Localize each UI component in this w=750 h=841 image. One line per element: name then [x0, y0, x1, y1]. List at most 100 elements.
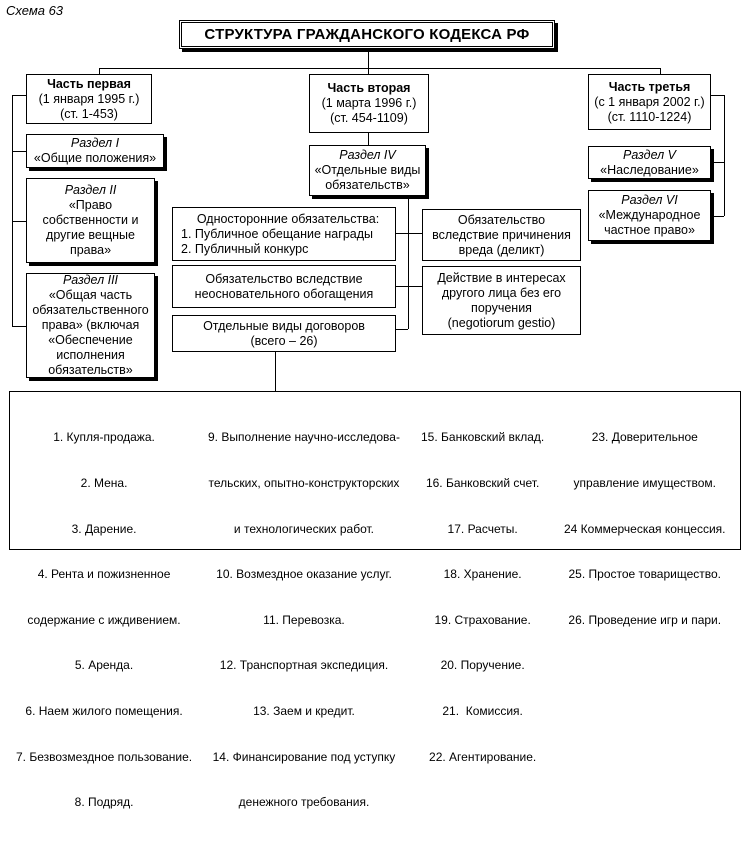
list-item: 7. Безвозмездное пользование. [16, 749, 193, 764]
diagram-title: СТРУКТУРА ГРАЖДАНСКОГО КОДЕКСА РФ [179, 20, 555, 49]
delict-box: Обязательство вследствие причинения вред… [422, 209, 581, 261]
connector [12, 95, 26, 96]
list-item: 5. Аренда. [74, 658, 134, 673]
list-item: 22. Агентирование. [429, 749, 537, 764]
section-line: «Отдельные виды [314, 163, 421, 177]
section-line: «Международное [598, 208, 701, 222]
list-item: 19. Страхование. [434, 612, 531, 627]
section-line: «Обеспечение [48, 333, 133, 347]
connector [711, 95, 724, 96]
scheme-label: Схема 63 [6, 3, 64, 18]
section-title: Раздел II [64, 183, 117, 197]
list-item: денежного требования. [238, 795, 370, 810]
list-item: 23. Доверительное [591, 430, 698, 445]
section-line: другие вещные [46, 228, 135, 242]
contracts-column-2: 9. Выполнение научно-исследова- тельских… [208, 400, 400, 841]
list-item: 25. Простое товарищество. [568, 567, 722, 582]
box-line: неосновательного обогащения [194, 286, 374, 301]
contracts-list-box: 1. Купля-продажа. 2. Мена. 3. Дарение. 4… [9, 391, 741, 809]
connector [368, 52, 369, 69]
connector [12, 151, 26, 152]
unjust-enrichment-box: Обязательство вследствие неосновательног… [172, 265, 396, 308]
section-line: обязательственного [32, 303, 149, 317]
connector [396, 286, 422, 287]
connector [99, 68, 660, 69]
part-two-box: Часть вторая (1 марта 1996 г.) (ст. 454-… [309, 74, 429, 133]
section-line: обязательств» [325, 178, 410, 192]
negotiorum-gestio-box: Действие в интересах другого лица без ег… [422, 266, 581, 335]
list-item: 17. Расчеты. [447, 521, 518, 536]
box-line: Обязательство вследствие [205, 271, 363, 286]
contracts-column-1: 1. Купля-продажа. 2. Мена. 3. Дарение. 4… [16, 400, 192, 841]
section-line: собственности и [42, 213, 139, 227]
list-item: 15. Банковский вклад. [421, 430, 545, 445]
part-line: (ст. 1110-1224) [607, 109, 692, 124]
connector [12, 326, 26, 327]
part-title: Часть первая [47, 76, 131, 91]
section-three-box: Раздел III «Общая часть обязательственно… [26, 273, 155, 378]
connector [368, 133, 369, 145]
part-three-box: Часть третья (с 1 января 2002 г.) (ст. 1… [588, 74, 711, 130]
section-one-box: Раздел I «Общие положения» [26, 134, 164, 168]
part-title: Часть третья [608, 79, 691, 94]
section-line: права» [69, 243, 112, 257]
part-one-box: Часть первая (1 января 1995 г.) (ст. 1-4… [26, 74, 152, 124]
box-line: вследствие причинения [432, 227, 571, 242]
list-item: 2. Мена. [80, 476, 128, 491]
list-item: управление имуществом. [573, 476, 716, 491]
box-line: другого лица без его [441, 285, 562, 300]
section-line: «Общие положения» [33, 151, 157, 165]
list-item: 13. Заем и кредит. [253, 704, 355, 719]
list-item: 21. Комиссия. [442, 704, 523, 719]
part-line: (ст. 1-453) [60, 106, 118, 121]
section-title: Раздел I [70, 136, 120, 150]
title-text: СТРУКТУРА ГРАЖДАНСКОГО КОДЕКСА РФ [204, 26, 530, 43]
section-title: Раздел III [62, 273, 119, 287]
list-item: содержание с иждивением. [27, 612, 181, 627]
part-line: (1 января 1995 г.) [38, 91, 140, 106]
connector [12, 95, 13, 327]
connector [711, 162, 724, 163]
connector [660, 68, 661, 74]
list-item: и технологических работ. [233, 521, 375, 536]
section-six-box: Раздел VI «Международное частное право» [588, 190, 711, 241]
section-title: Раздел IV [339, 148, 396, 162]
box-line: Отдельные виды договоров [203, 318, 365, 333]
connector [99, 68, 100, 74]
connector [711, 216, 724, 217]
connector [724, 95, 725, 216]
box-line: 1. Публичное обещание награды [181, 226, 374, 241]
part-line: (с 1 января 2002 г.) [594, 94, 705, 109]
contracts-column-4: 23. Доверительное управление имуществом.… [564, 400, 726, 658]
box-line: Обязательство [457, 212, 546, 227]
section-line: обязательств» [48, 363, 133, 377]
section-four-box: Раздел IV «Отдельные виды обязательств» [309, 145, 426, 196]
list-item: 20. Поручение. [440, 658, 525, 673]
list-item: 16. Банковский счет. [425, 476, 540, 491]
list-item: 3. Дарение. [71, 521, 137, 536]
unilateral-obligations-box: Односторонние обязательства: 1. Публично… [172, 207, 396, 261]
list-item: тельских, опытно-конструкторских [208, 476, 400, 491]
contracts-column-3: 15. Банковский вклад. 16. Банковский сче… [421, 400, 544, 795]
connector [275, 352, 276, 391]
section-title: Раздел V [623, 147, 676, 162]
part-title: Часть вторая [327, 81, 411, 95]
section-line: исполнения [56, 348, 125, 362]
box-line: вреда (деликт) [458, 242, 545, 257]
section-five-box: Раздел V «Наследование» [588, 146, 711, 179]
box-line: (всего – 26) [250, 333, 318, 348]
list-item: 10. Возмездное оказание услуг. [216, 567, 392, 582]
box-line: Односторонние обязательства: [196, 211, 380, 226]
section-line: «Наследование» [600, 162, 699, 177]
connector [408, 196, 409, 329]
box-line: поручения [471, 300, 532, 315]
list-item: 4. Рента и пожизненное [37, 567, 171, 582]
list-item: 18. Хранение. [443, 567, 522, 582]
list-item: 11. Перевозка. [263, 612, 345, 627]
contract-types-box: Отдельные виды договоров (всего – 26) [172, 315, 396, 352]
connector [396, 233, 422, 234]
list-item: 14. Финансирование под уступку [212, 749, 396, 764]
connector [396, 329, 408, 330]
list-item: 9. Выполнение научно-исследова- [208, 430, 400, 445]
connector [12, 221, 26, 222]
